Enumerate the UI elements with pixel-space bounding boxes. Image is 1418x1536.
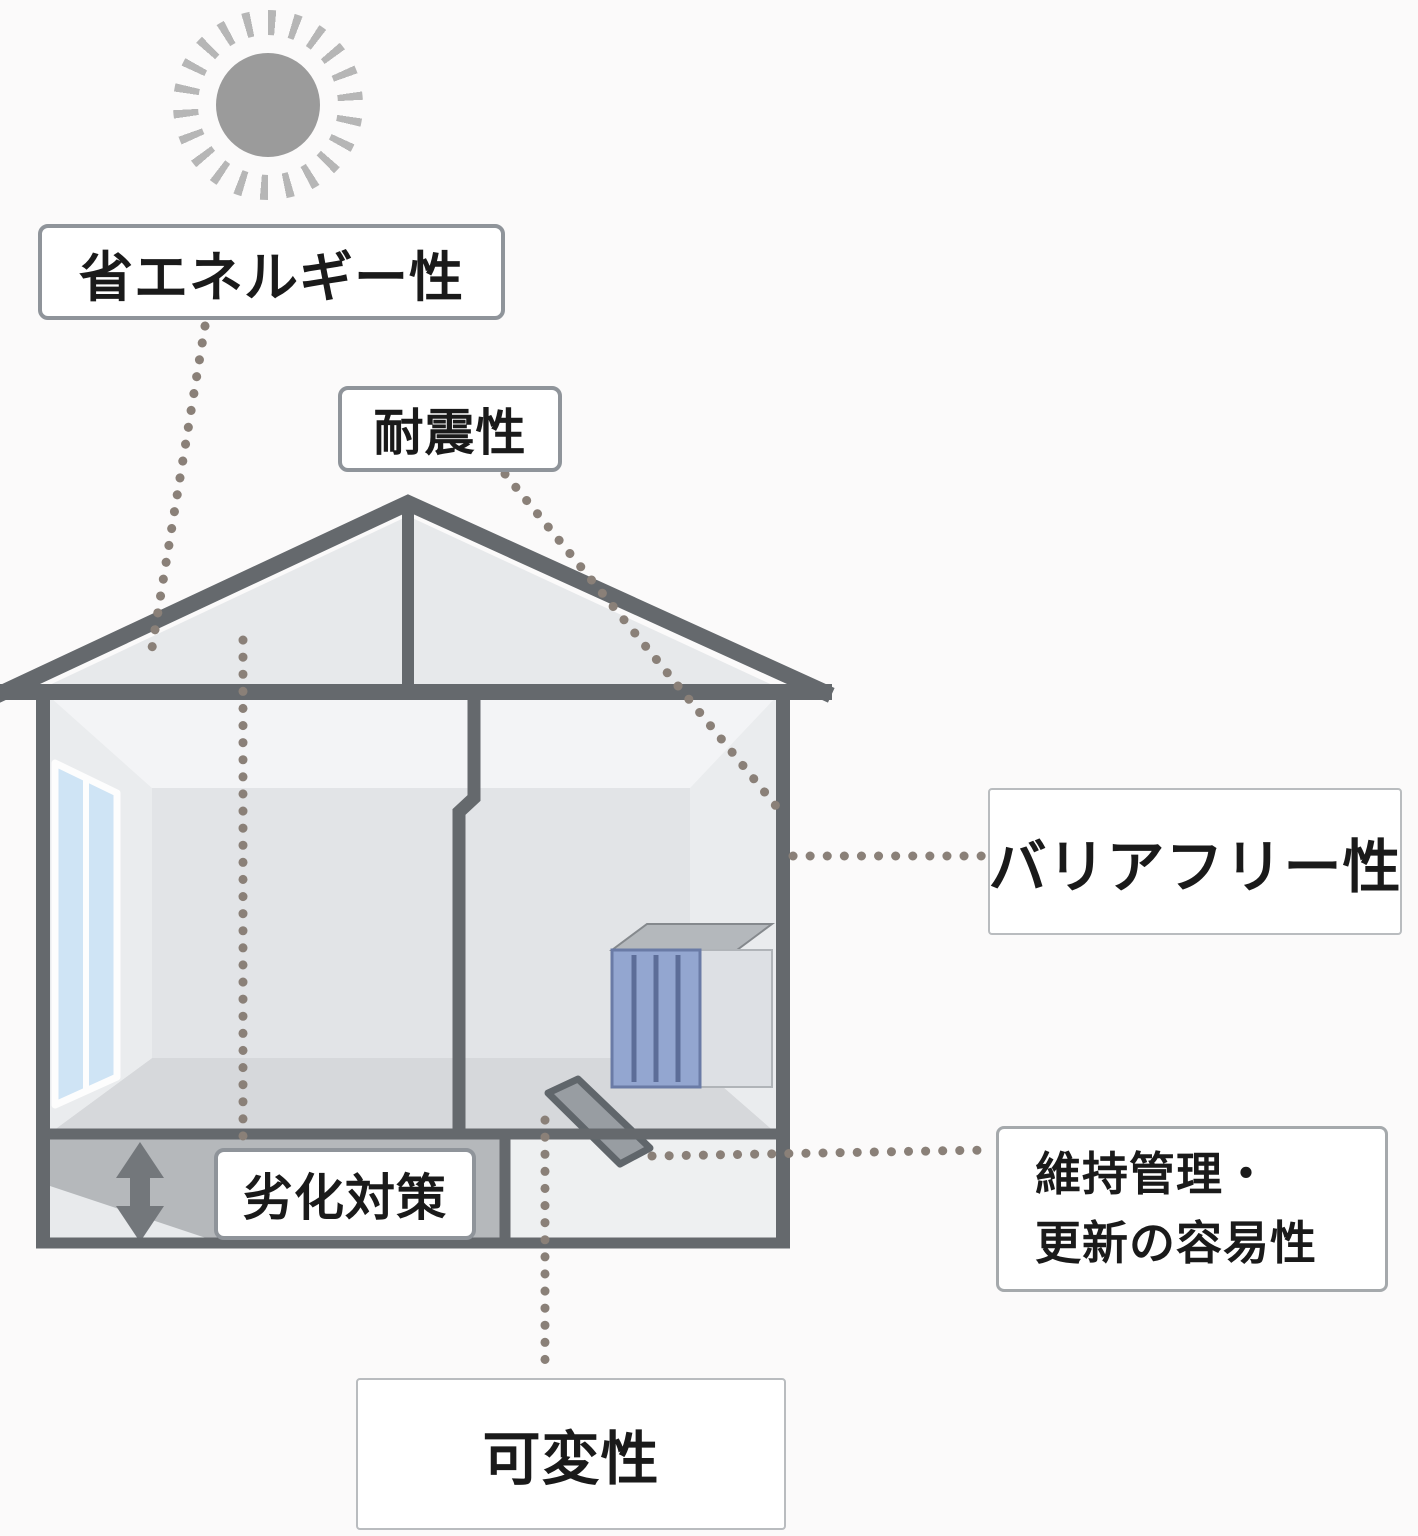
label-barrier-free: バリアフリー性 — [988, 788, 1402, 935]
label-maintenance-ease-line1: 維持管理・ — [1035, 1148, 1270, 1200]
sun-core — [216, 53, 320, 157]
label-energy-efficiency: 省エネルギー性 — [38, 224, 505, 320]
pointer-lines — [147, 321, 993, 1377]
label-deterioration-countermeasures: 劣化対策 — [214, 1148, 476, 1240]
cabinet-icon — [608, 923, 776, 1089]
up-down-arrow-icon — [116, 1142, 164, 1242]
interior-room — [50, 697, 776, 1133]
label-maintenance-ease: 維持管理・ 更新の容易性 — [996, 1126, 1388, 1292]
label-earthquake-resistance: 耐震性 — [338, 386, 562, 472]
window-icon — [51, 759, 121, 1109]
dotted-line-earthquake — [500, 469, 781, 811]
dotted-line-energy — [147, 321, 210, 653]
label-maintenance-ease-line2: 更新の容易性 — [1035, 1217, 1317, 1269]
floor-hatch-icon — [544, 1075, 654, 1168]
sun-icon — [173, 10, 363, 200]
dotted-line-maintenance — [647, 1145, 993, 1161]
label-flexibility: 可変性 — [356, 1378, 786, 1530]
partition-wall — [452, 697, 481, 1133]
house-frame — [0, 494, 835, 1249]
